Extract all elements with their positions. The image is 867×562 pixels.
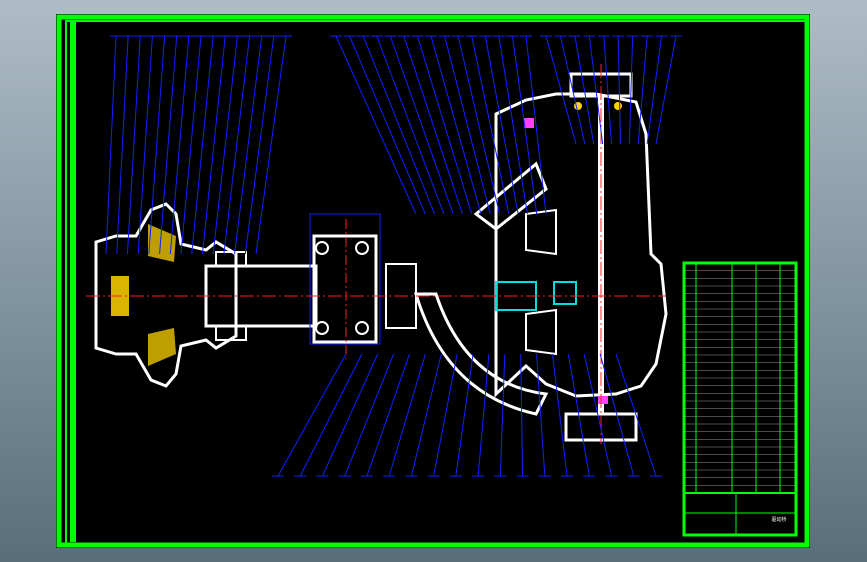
right-leader-38 [637,35,648,145]
marker-top [524,118,534,128]
curved-housing-arm [413,292,549,416]
left-leader-8 [180,35,202,255]
axle-boss-bottom [215,325,247,341]
bottom-leader-47 [410,353,442,477]
bottom-leader-44 [344,353,395,477]
left-leader-2 [116,35,129,255]
center-leader-20 [389,35,454,215]
left-leader-14 [244,35,275,255]
right-leader-39 [646,35,663,145]
hub-hatch-upper [148,224,176,262]
bottom-leader-52 [520,353,524,477]
spider-gear [553,281,577,305]
bottom-leader-45 [366,353,411,477]
right-leader-34 [588,35,604,145]
main-housing [494,92,668,398]
title-block [686,265,796,535]
assembly-drawing [56,14,810,548]
bolt-3 [315,321,329,335]
bottom-leader-58 [615,353,657,477]
bolt-1 [315,241,329,255]
center-leader-21 [403,35,463,215]
bottom-leader-50 [477,353,490,477]
left-hub-section [94,202,238,388]
center-leader-16 [335,35,417,215]
center-leader-24 [444,35,491,215]
left-leader-4 [137,35,153,255]
center-leader-17 [349,35,426,215]
bottom-leader-46 [388,353,426,477]
drawing-sheet: 驱动桥 [56,14,810,548]
bottom-leader-48 [433,353,458,477]
bottom-leader-42 [299,353,363,477]
left-leader-9 [191,35,214,255]
right-leader-36 [617,35,621,145]
bottom-leader-57 [599,353,635,477]
left-leader-5 [148,35,166,255]
marker-bottom [598,396,608,404]
center-leader-25 [457,35,501,215]
bottom-cover [564,412,638,442]
title-block-frame [682,261,798,537]
center-leader-27 [484,35,519,215]
center-leader-28 [498,35,528,215]
left-leader-15 [255,35,287,255]
center-leader-22 [416,35,473,215]
binding-strip [70,22,76,542]
left-leader-3 [126,35,141,255]
bottom-leader-54 [551,353,568,477]
bottom-leader-56 [583,353,613,477]
ring-gear-lower [525,308,557,356]
bottom-leader-41 [277,353,347,477]
right-leader-37 [628,35,634,145]
left-leader-13 [234,35,263,255]
bottom-leader-43 [322,353,379,477]
bottom-leader-53 [536,353,546,477]
right-leader-40 [655,35,677,145]
center-leader-29 [511,35,538,215]
center-leader-30 [525,35,547,215]
upper-housing-arm [473,161,548,231]
right-leader-31 [545,35,577,145]
left-leader-11 [212,35,238,255]
bolt-4 [355,321,369,335]
center-leader-18 [362,35,436,215]
square-housing [312,234,378,344]
bottom-leader-55 [567,353,590,477]
right-leader-33 [574,35,595,145]
left-leader-1 [105,35,117,255]
square-housing-dim-box [309,213,381,345]
title-stamp: 驱动桥 [771,517,787,523]
axle-boss-top [215,251,247,267]
left-leader-10 [201,35,226,255]
right-leader-32 [559,35,586,145]
ring-gear-upper [525,208,557,256]
hub-hatch-lower [148,328,176,366]
left-leader-6 [159,35,178,255]
left-leader-12 [223,35,251,255]
center-leader-19 [376,35,445,215]
center-leader-23 [430,35,482,215]
marker-yellow-2 [614,102,622,110]
bottom-leader-51 [499,353,506,477]
right-leader-35 [603,35,613,145]
bolt-2 [355,241,369,255]
center-leader-26 [471,35,510,215]
left-leader-7 [169,35,190,255]
bottom-leader-49 [455,353,474,477]
inner-border [65,20,807,545]
